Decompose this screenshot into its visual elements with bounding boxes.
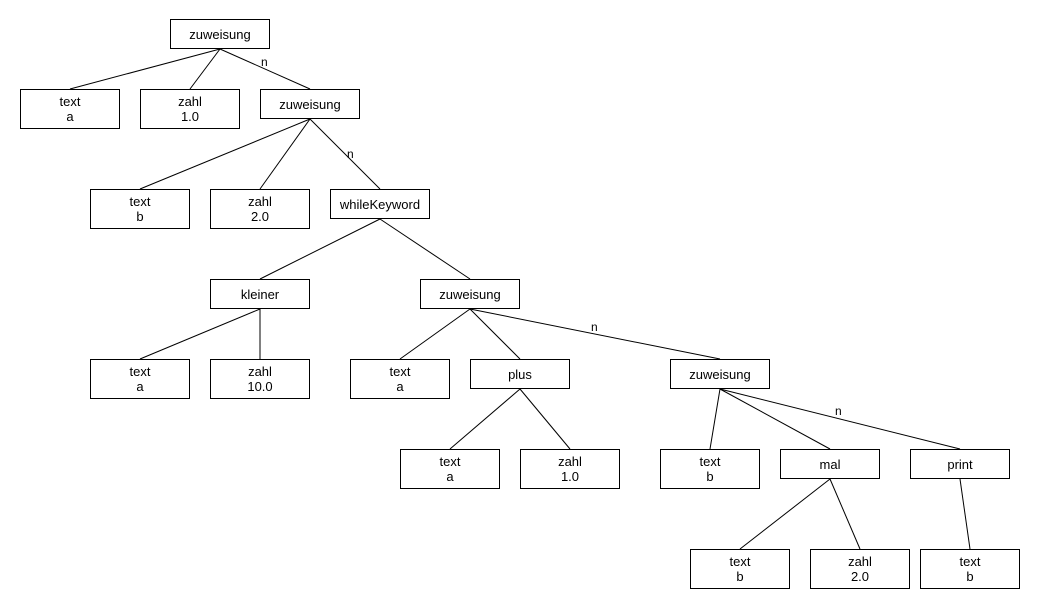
edge-d5-e4 xyxy=(719,388,831,450)
node-label: text xyxy=(59,94,81,109)
edge-root-a2 xyxy=(189,48,221,90)
edge-label-n: n xyxy=(261,55,268,69)
node-value: 1.0 xyxy=(560,469,580,484)
edge-e4-f1 xyxy=(739,478,831,550)
node-zahl-2-operand: zahl 2.0 xyxy=(810,549,910,589)
node-zuweisung-root: zuweisung xyxy=(170,19,270,49)
edge-d5-e3 xyxy=(709,388,721,450)
node-text-a-condition: text a xyxy=(90,359,190,399)
node-text-a-target: text a xyxy=(350,359,450,399)
node-label: text xyxy=(699,454,721,469)
node-zahl-2: zahl 2.0 xyxy=(210,189,310,229)
node-label: text xyxy=(729,554,751,569)
node-label: text xyxy=(129,194,151,209)
node-label: zahl xyxy=(558,454,582,469)
edge-label-n: n xyxy=(591,320,598,334)
node-label: zahl xyxy=(178,94,202,109)
node-label: zuweisung xyxy=(689,366,751,382)
node-label: plus xyxy=(508,366,532,382)
node-value: 2.0 xyxy=(850,569,870,584)
edge-b3-c1 xyxy=(259,218,381,280)
node-value: a xyxy=(136,379,144,394)
node-label: kleiner xyxy=(240,286,280,302)
edge-d4-e2 xyxy=(519,388,571,450)
node-label: mal xyxy=(819,456,841,472)
edge-c2-d4 xyxy=(469,308,521,360)
edge-a3-b3 xyxy=(309,118,381,190)
edge-root-a1 xyxy=(69,48,221,90)
node-kleiner: kleiner xyxy=(210,279,310,309)
node-label: zuweisung xyxy=(279,96,341,112)
node-value: 10.0 xyxy=(247,379,273,394)
node-text-b: text b xyxy=(90,189,190,229)
node-zuweisung-4: zuweisung xyxy=(670,359,770,389)
edge-e4-f2 xyxy=(829,478,861,550)
node-value: 2.0 xyxy=(250,209,270,224)
edge-label-n: n xyxy=(835,404,842,418)
node-zuweisung-3: zuweisung xyxy=(420,279,520,309)
node-while-keyword: whileKeyword xyxy=(330,189,430,219)
edge-d5-e5 xyxy=(719,388,961,450)
node-label: text xyxy=(439,454,461,469)
edge-a3-b1 xyxy=(139,118,311,190)
node-value: a xyxy=(66,109,74,124)
node-zahl-10: zahl 10.0 xyxy=(210,359,310,399)
node-label: zuweisung xyxy=(439,286,501,302)
node-label: print xyxy=(947,456,973,472)
node-plus: plus xyxy=(470,359,570,389)
node-text-a-operand: text a xyxy=(400,449,500,489)
node-text-b-operand: text b xyxy=(690,549,790,589)
edge-c2-d5 xyxy=(469,308,721,360)
node-label: text xyxy=(389,364,411,379)
node-value: a xyxy=(396,379,404,394)
node-mal: mal xyxy=(780,449,880,479)
edge-root-a3 xyxy=(219,48,311,90)
node-zuweisung-2: zuweisung xyxy=(260,89,360,119)
edge-b3-c2 xyxy=(379,218,471,280)
node-value: b xyxy=(736,569,744,584)
node-value: b xyxy=(706,469,714,484)
edge-e5-f3 xyxy=(959,478,971,550)
node-zahl-1: zahl 1.0 xyxy=(140,89,240,129)
node-text-a: text a xyxy=(20,89,120,129)
node-label: zahl xyxy=(248,364,272,379)
node-label: zuweisung xyxy=(189,26,251,42)
node-value: 1.0 xyxy=(180,109,200,124)
edge-label-n: n xyxy=(347,147,354,161)
edge-c1-d1 xyxy=(139,308,261,360)
node-label: whileKeyword xyxy=(339,196,421,212)
node-label: zahl xyxy=(848,554,872,569)
node-value: a xyxy=(446,469,454,484)
node-value: b xyxy=(966,569,974,584)
edge-d4-e1 xyxy=(449,388,521,450)
node-label: text xyxy=(129,364,151,379)
node-print: print xyxy=(910,449,1010,479)
node-value: b xyxy=(136,209,144,224)
edge-c2-d3 xyxy=(399,308,471,360)
node-zahl-1-operand: zahl 1.0 xyxy=(520,449,620,489)
node-text-b-print: text b xyxy=(920,549,1020,589)
node-label: text xyxy=(959,554,981,569)
node-text-b-target: text b xyxy=(660,449,760,489)
edge-a3-b2 xyxy=(259,118,311,190)
node-label: zahl xyxy=(248,194,272,209)
